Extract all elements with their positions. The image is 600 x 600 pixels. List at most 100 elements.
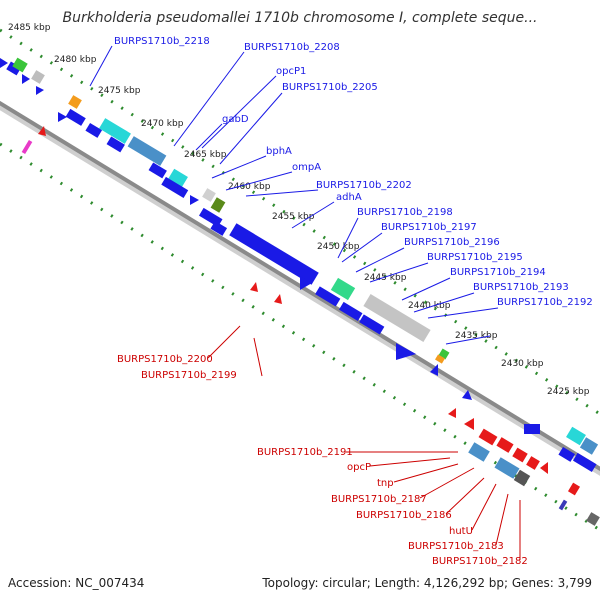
gene-feature[interactable] [31, 70, 45, 84]
gene-label[interactable]: opcP1 [276, 66, 306, 77]
gene-feature[interactable] [566, 426, 586, 446]
tick-2450: 2450 kbp [317, 242, 360, 252]
tick-2480: 2480 kbp [54, 55, 97, 65]
gene-feature[interactable] [558, 446, 576, 462]
forward-leaders [89, 45, 499, 345]
gene-feature[interactable] [359, 314, 385, 335]
gene-feature[interactable] [524, 424, 540, 434]
gene-feature[interactable] [496, 437, 514, 453]
gene-feature[interactable] [579, 437, 599, 455]
gene-label[interactable]: BURPS1710b_2197 [381, 222, 477, 233]
gene-feature[interactable] [161, 176, 189, 198]
gene-feature[interactable] [330, 277, 356, 301]
gene-label[interactable]: BURPS1710b_2198 [357, 207, 453, 218]
tick-2475: 2475 kbp [98, 86, 141, 96]
gene-feature[interactable] [229, 223, 319, 285]
gene-feature[interactable] [396, 343, 416, 360]
gene-feature[interactable] [127, 136, 167, 166]
gene-label[interactable]: BURPS1710b_2205 [282, 82, 378, 93]
gene-label[interactable]: BURPS1710b_2199 [141, 370, 237, 381]
gene-feature[interactable] [85, 122, 103, 138]
tick-2465: 2465 kbp [184, 150, 227, 160]
gene-feature[interactable] [468, 442, 490, 462]
gene-feature[interactable] [0, 58, 8, 68]
gene-feature[interactable] [462, 390, 472, 400]
gene-label[interactable]: BURPS1710b_2218 [114, 36, 210, 47]
gene-feature[interactable] [21, 139, 33, 155]
tick-2435: 2435 kbp [455, 331, 498, 341]
gene-feature[interactable] [22, 74, 30, 84]
gene-feature[interactable] [464, 418, 474, 430]
gene-feature[interactable] [202, 188, 216, 202]
gene-feature[interactable] [168, 168, 188, 188]
gene-label[interactable]: ompA [292, 162, 321, 173]
gene-label[interactable]: bphA [266, 146, 292, 157]
gene-feature[interactable] [250, 282, 258, 292]
gene-feature[interactable] [148, 162, 167, 179]
gene-feature[interactable] [6, 61, 22, 76]
gene-feature[interactable] [210, 220, 228, 236]
tick-labels: 2485 kbp 2480 kbp 2475 kbp 2470 kbp 2465… [8, 23, 590, 397]
tick-2445: 2445 kbp [364, 273, 407, 283]
gene-feature[interactable] [478, 428, 498, 446]
gene-feature[interactable] [526, 456, 540, 470]
gene-label[interactable]: opcP [347, 462, 371, 473]
gene-label[interactable]: BURPS1710b_2202 [316, 180, 412, 191]
gene-feature[interactable] [513, 469, 531, 487]
gene-label[interactable]: hutU [449, 526, 473, 537]
reverse-leaders [207, 325, 521, 560]
gene-feature[interactable] [338, 301, 363, 321]
gene-label[interactable]: tnp [377, 478, 394, 489]
gene-label[interactable]: BURPS1710b_2195 [427, 252, 523, 263]
gene-feature[interactable] [99, 118, 131, 144]
gene-feature[interactable] [435, 354, 445, 364]
gene-feature[interactable] [106, 136, 125, 153]
gene-feature[interactable] [567, 482, 581, 496]
tick-2455: 2455 kbp [272, 212, 315, 222]
gene-feature[interactable] [315, 286, 341, 307]
gene-feature[interactable] [12, 57, 28, 73]
gene-feature[interactable] [572, 452, 597, 472]
gene-label[interactable]: BURPS1710b_2193 [473, 282, 569, 293]
accession-text: Accession: NC_007434 [8, 576, 145, 590]
gene-label[interactable]: BURPS1710b_2187 [331, 494, 427, 505]
reverse-genes[interactable] [21, 126, 600, 526]
gene-label[interactable]: BURPS1710b_2192 [497, 297, 593, 308]
map-title: Burkholderia pseudomallei 1710b chromoso… [62, 10, 538, 26]
gene-feature[interactable] [540, 462, 548, 474]
tick-2470: 2470 kbp [141, 119, 184, 129]
gene-feature[interactable] [65, 108, 86, 126]
gene-label[interactable]: BURPS1710b_2200 [117, 354, 213, 365]
gene-feature[interactable] [586, 512, 600, 526]
gene-feature[interactable] [512, 447, 528, 463]
gene-feature[interactable] [430, 364, 438, 376]
gene-label[interactable]: BURPS1710b_2208 [244, 42, 340, 53]
gene-label[interactable]: BURPS1710b_2191 [257, 447, 353, 458]
gene-feature[interactable] [36, 86, 44, 95]
gene-label[interactable]: gabD [222, 114, 249, 125]
forward-gene-labels: BURPS1710b_2218 BURPS1710b_2208 opcP1 BU… [114, 36, 593, 308]
gene-feature[interactable] [38, 126, 46, 136]
gene-label[interactable]: adhA [336, 192, 362, 203]
forward-genes[interactable] [0, 57, 599, 472]
gene-feature[interactable] [58, 112, 67, 122]
gene-label[interactable]: BURPS1710b_2196 [404, 237, 500, 248]
tick-2440: 2440 kbp [408, 301, 451, 311]
gene-feature[interactable] [68, 95, 82, 109]
gene-feature[interactable] [190, 195, 199, 205]
tick-2425: 2425 kbp [547, 387, 590, 397]
gene-label[interactable]: BURPS1710b_2186 [356, 510, 452, 521]
gene-label[interactable]: BURPS1710b_2183 [408, 541, 504, 552]
gene-label[interactable]: BURPS1710b_2194 [450, 267, 546, 278]
gene-label[interactable]: BURPS1710b_2182 [432, 556, 528, 567]
gene-feature[interactable] [558, 499, 568, 511]
gene-feature[interactable] [363, 293, 431, 343]
gene-feature[interactable] [494, 457, 520, 479]
genome-summary: Topology: circular; Length: 4,126,292 bp… [262, 576, 592, 590]
gene-feature[interactable] [210, 197, 226, 213]
gene-feature[interactable] [300, 276, 312, 290]
gene-feature[interactable] [274, 294, 282, 304]
gene-feature[interactable] [448, 408, 456, 418]
reverse-gene-labels: BURPS1710b_2200 BURPS1710b_2199 BURPS171… [117, 354, 528, 567]
